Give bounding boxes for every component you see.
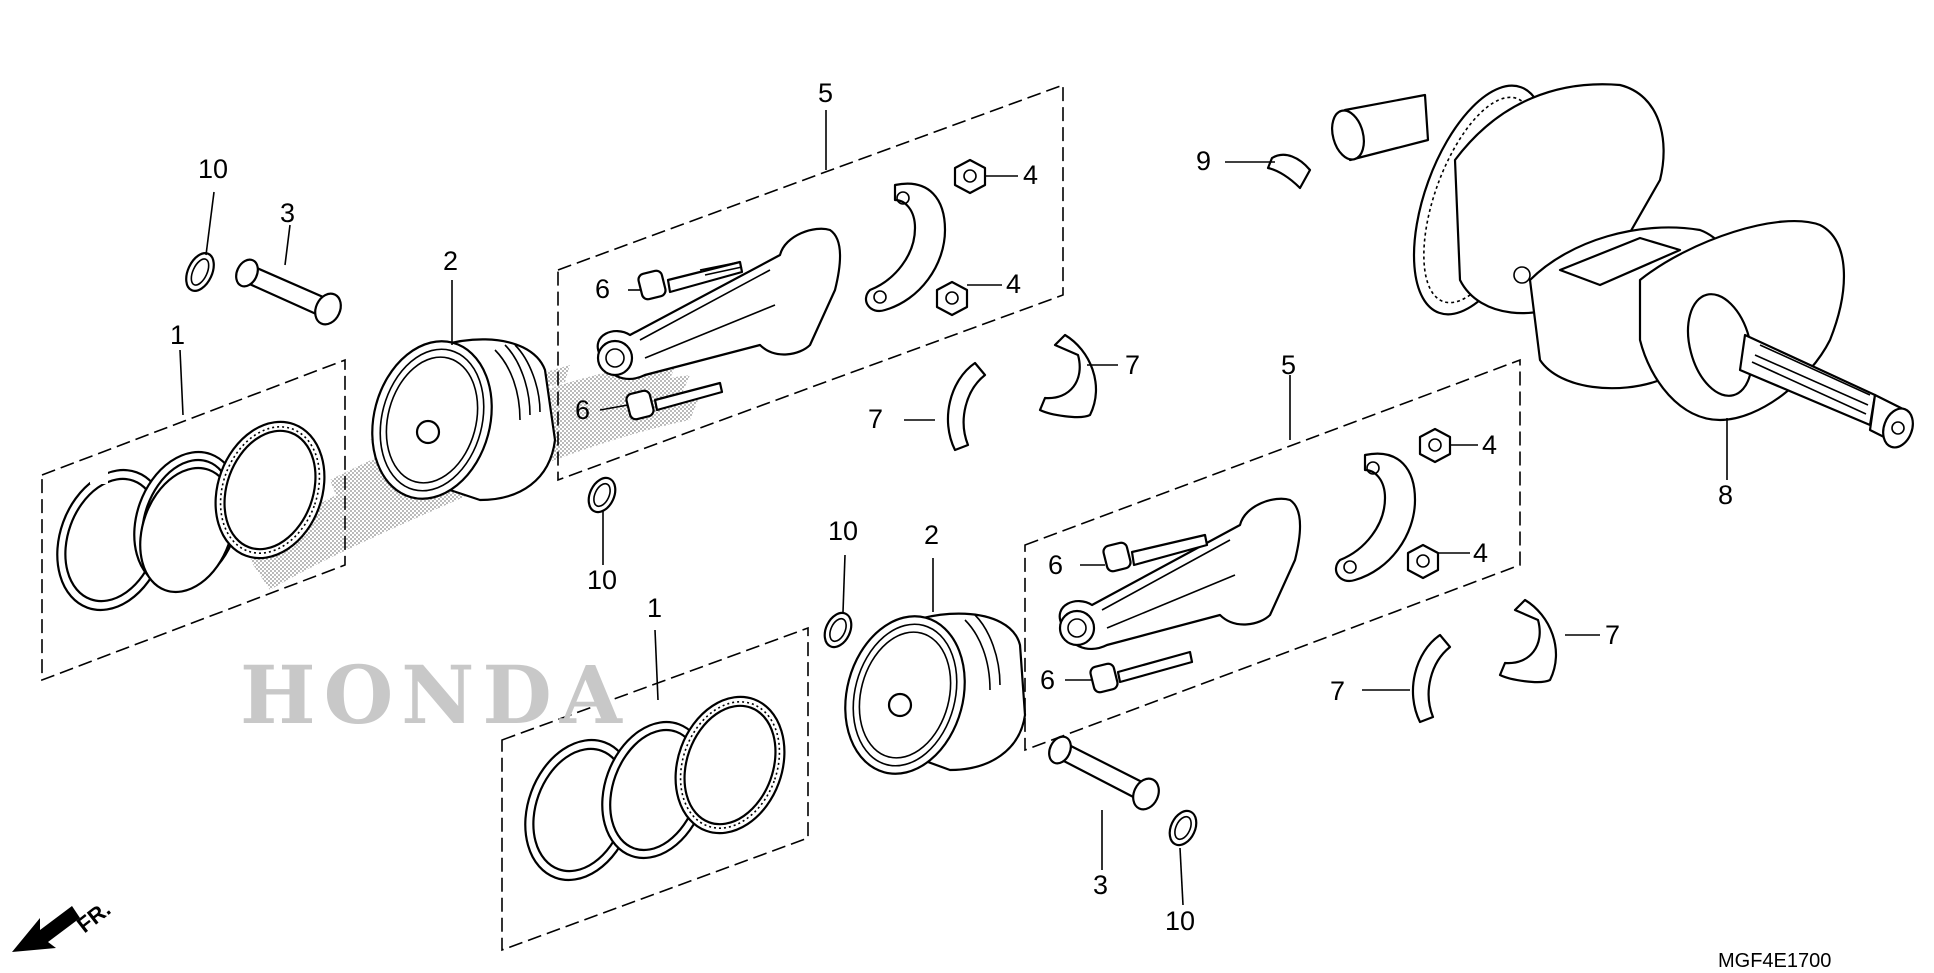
callout-4: 4 <box>1006 269 1022 299</box>
crankshaft <box>1331 83 1914 449</box>
callout-8: 8 <box>1718 480 1734 510</box>
connecting-rod-upper <box>596 227 842 380</box>
callout-9: 9 <box>1196 146 1212 176</box>
callout-6: 6 <box>575 395 591 425</box>
callout-3: 3 <box>1093 870 1109 900</box>
callout-10: 10 <box>198 154 229 184</box>
callout-7: 7 <box>1125 350 1141 380</box>
bearing-cap-lower <box>1334 452 1417 583</box>
callout-2: 2 <box>443 246 459 276</box>
callout-4: 4 <box>1473 538 1489 568</box>
connecting-rod-lower <box>1058 497 1302 650</box>
callout-4: 4 <box>1023 160 1039 190</box>
callout-6: 6 <box>1048 550 1064 580</box>
bearing-cap-upper <box>864 182 947 313</box>
piston-pin-clip-upper <box>185 252 215 292</box>
callout-5: 5 <box>818 78 834 108</box>
callout-10: 10 <box>1165 906 1196 936</box>
connecting-rod-box-lower <box>1024 358 1521 752</box>
nut-lower-b <box>1406 543 1440 580</box>
nut-lower-a <box>1418 427 1452 464</box>
callout-5: 5 <box>1281 350 1297 380</box>
callout-2: 2 <box>924 520 940 550</box>
piston-pin-lower <box>1048 735 1160 811</box>
callout-7: 7 <box>1330 676 1346 706</box>
piston-pin-upper <box>235 258 342 326</box>
callout-6: 6 <box>1040 665 1056 695</box>
bolt-upper-a <box>637 260 744 301</box>
bearing-shell-lower-b <box>1498 598 1558 684</box>
piston-ring-set-upper <box>41 358 346 682</box>
callout-10: 10 <box>828 516 859 546</box>
bolt-lower-a <box>1102 533 1209 573</box>
honda-logo-text: HONDA <box>240 648 630 742</box>
bearing-shell-upper-b <box>1038 333 1098 419</box>
piston-ring-set-lower <box>501 626 809 952</box>
piston-lower <box>844 612 1027 775</box>
bearing-shell-lower-a <box>1411 633 1452 724</box>
leader-lines <box>179 110 1728 906</box>
callout-1: 1 <box>647 593 663 623</box>
piston-pin-clip-lower-a <box>823 611 853 649</box>
callout-6: 6 <box>595 274 611 304</box>
callout-10: 10 <box>587 565 618 595</box>
connecting-rod-box-upper <box>557 83 1064 482</box>
bolt-upper-b <box>625 381 724 421</box>
nut-upper-b <box>935 280 969 317</box>
bearing-shell-upper-a <box>946 361 987 452</box>
piston-pin-clip-mid <box>587 476 617 514</box>
callout-3: 3 <box>280 198 296 228</box>
front-arrow-icon <box>12 906 80 952</box>
diagram-code: MGF4E1700 <box>1718 950 1832 972</box>
piston-upper <box>371 338 557 502</box>
nut-upper-a <box>953 158 987 195</box>
piston-pin-clip-lower-b <box>1168 809 1198 847</box>
callout-1: 1 <box>170 320 186 350</box>
bolt-lower-b <box>1089 650 1194 694</box>
callout-7: 7 <box>868 404 884 434</box>
callout-4: 4 <box>1482 430 1498 460</box>
callout-7: 7 <box>1605 620 1621 650</box>
woodruff-key <box>1266 153 1312 190</box>
